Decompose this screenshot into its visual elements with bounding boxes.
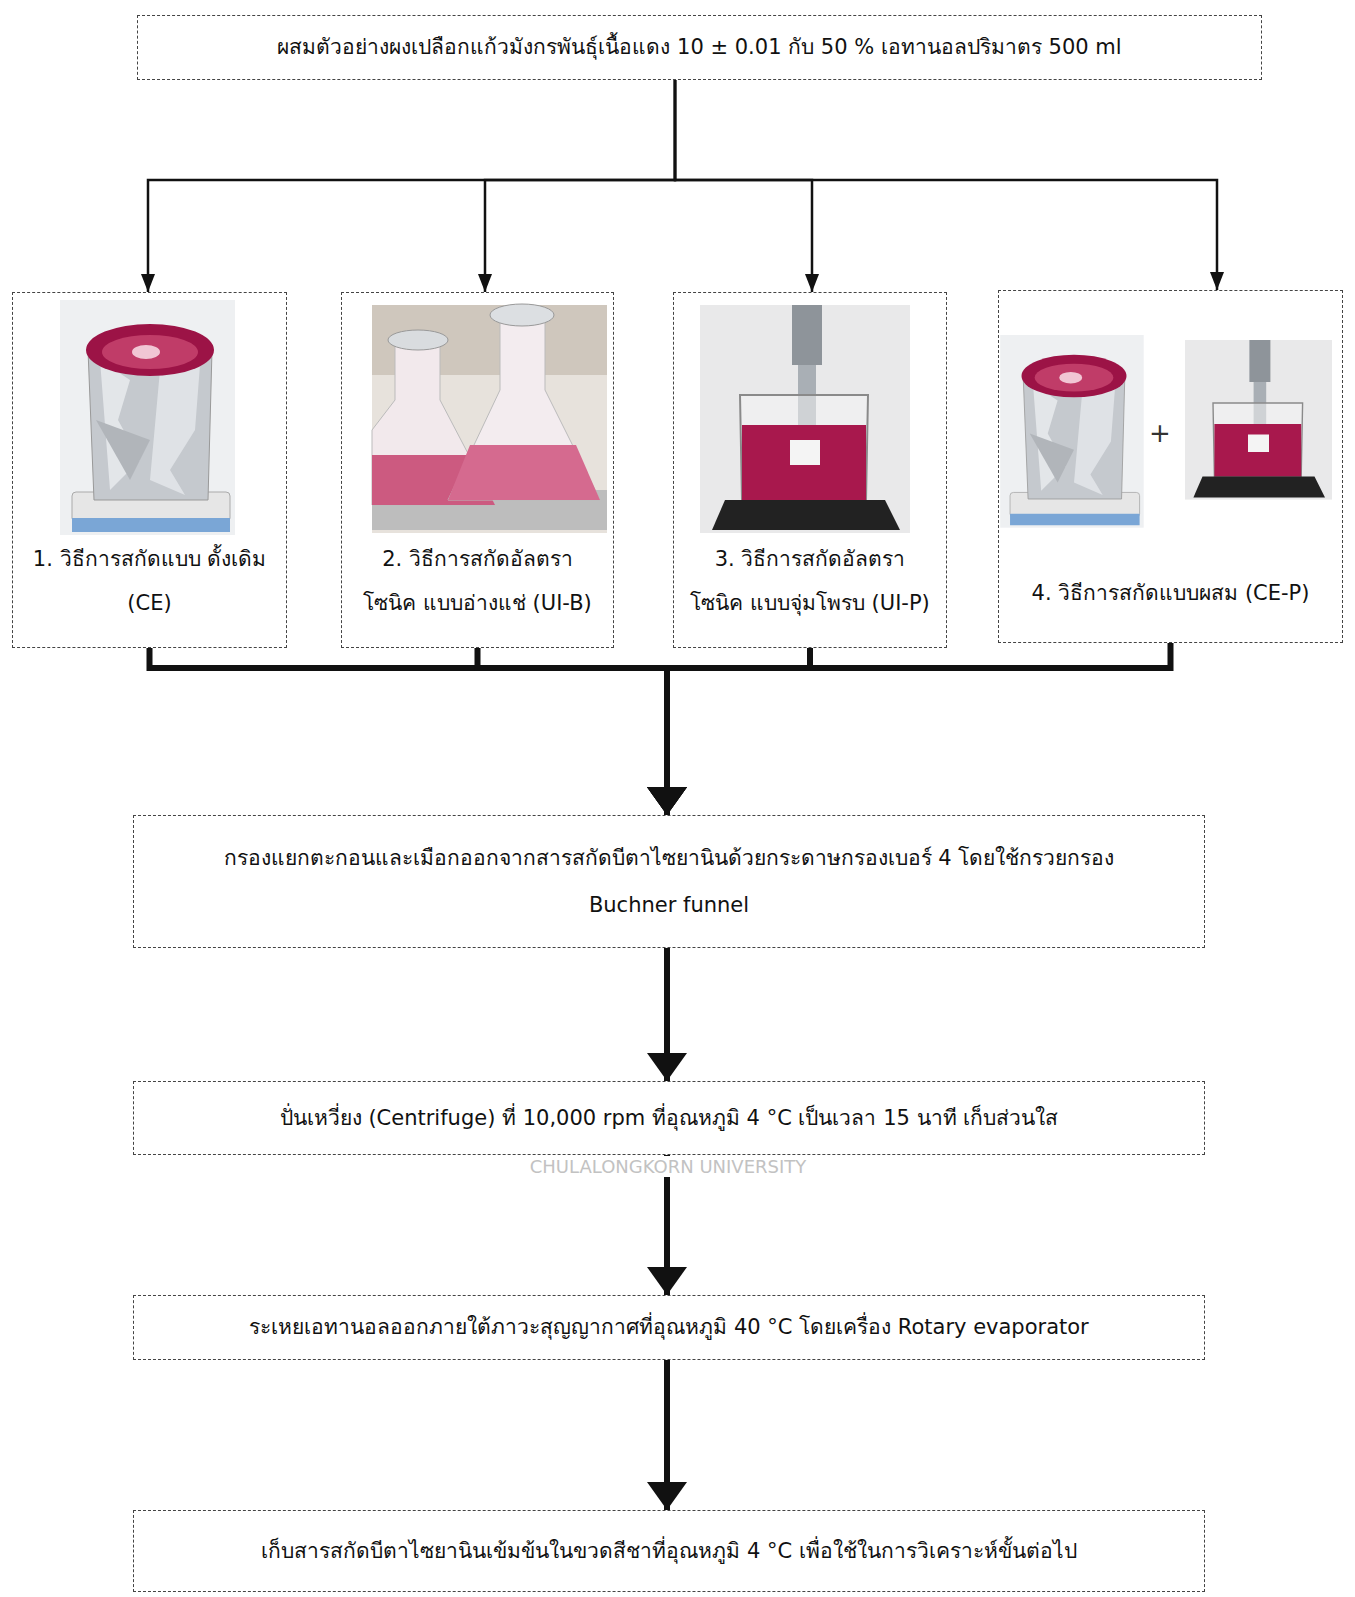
step-text: เก็บสารสกัดบีตาไซยานินเข้มข้นในขวดสีชาที…	[261, 1536, 1077, 1566]
flow-arrow	[667, 643, 1171, 815]
step-text: 2. วิธีการสกัดอัลตราโซนิค แบบอ่างแช่ (UI…	[358, 537, 597, 625]
method-box: 2. วิธีการสกัดอัลตราโซนิค แบบอ่างแช่ (UI…	[341, 292, 614, 648]
flow-arrow	[664, 948, 670, 1081]
plus-sign: +	[1149, 418, 1171, 448]
step-text: ผสมตัวอย่างผงเปลือกแก้วมังกรพันธุ์เนื้อแ…	[277, 32, 1121, 62]
step-text: 1. วิธีการสกัดแบบ ดั้งเดิม (CE)	[29, 537, 270, 625]
flow-arrow	[478, 648, 668, 815]
flow-arrow	[675, 80, 812, 292]
flow-arrow	[675, 80, 1217, 290]
process-box: ปั่นเหวี่ยง (Centrifuge) ที่ 10,000 rpm …	[133, 1081, 1205, 1155]
process-box: ผสมตัวอย่างผงเปลือกแก้วมังกรพันธุ์เนื้อแ…	[137, 15, 1262, 80]
process-box: กรองแยกตะกอนและเมือกออกจากสารสกัดบีตาไซย…	[133, 815, 1205, 948]
flow-arrow	[667, 648, 810, 815]
process-box: ระเหยเอทานอลออกภายใต้ภาวะสุญญากาศที่อุณห…	[133, 1295, 1205, 1360]
method-box: 1. วิธีการสกัดแบบ ดั้งเดิม (CE)	[12, 292, 287, 648]
step-text: ระเหยเอทานอลออกภายใต้ภาวะสุญญากาศที่อุณห…	[249, 1312, 1089, 1342]
method-box: 4. วิธีการสกัดแบบผสม (CE-P)	[998, 290, 1343, 643]
flow-arrow	[485, 80, 675, 292]
flow-arrow	[148, 80, 675, 292]
flow-arrow	[664, 1360, 670, 1510]
step-text: 4. วิธีการสกัดแบบผสม (CE-P)	[1032, 578, 1310, 608]
process-box: เก็บสารสกัดบีตาไซยานินเข้มข้นในขวดสีชาที…	[133, 1510, 1205, 1592]
watermark: CHULALONGKORN UNIVERSITY	[530, 1156, 807, 1177]
step-text: กรองแยกตะกอนและเมือกออกจากสารสกัดบีตาไซย…	[214, 835, 1124, 927]
method-box: 3. วิธีการสกัดอัลตราโซนิค แบบจุ่มโพรบ (U…	[673, 292, 947, 648]
step-text: 3. วิธีการสกัดอัลตราโซนิค แบบจุ่มโพรบ (U…	[690, 537, 930, 625]
flow-arrow	[150, 648, 668, 815]
step-text: ปั่นเหวี่ยง (Centrifuge) ที่ 10,000 rpm …	[280, 1103, 1059, 1133]
